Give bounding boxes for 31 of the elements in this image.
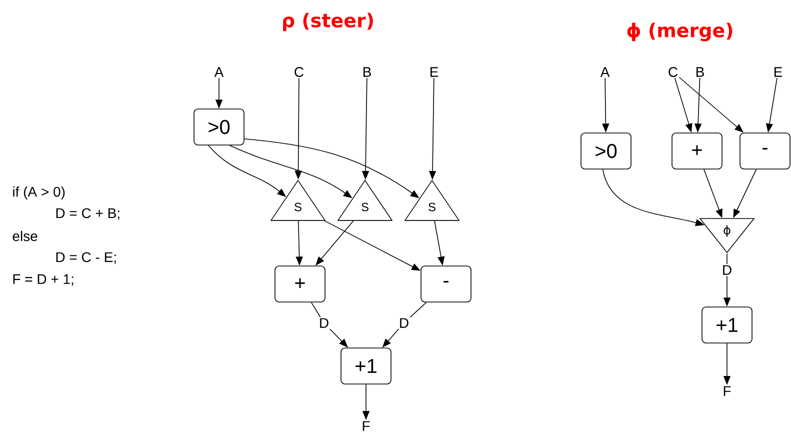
variable-label: D xyxy=(723,265,732,275)
code-line: else xyxy=(12,230,38,242)
process-box: - xyxy=(740,132,790,170)
variable-label: E xyxy=(774,67,782,77)
heading: ϕ (merge) xyxy=(627,22,732,42)
process-box: + xyxy=(672,132,722,170)
process-box: >0 xyxy=(194,108,244,146)
process-box: - xyxy=(420,266,472,302)
heading: ρ (steer) xyxy=(283,12,373,32)
variable-label: A xyxy=(214,67,224,77)
code-line: D = C + B; xyxy=(56,208,120,220)
code-line: D = C - E; xyxy=(56,252,116,264)
variable-label: D xyxy=(400,318,408,328)
process-box: >0 xyxy=(580,132,632,170)
variable-label: B xyxy=(696,67,704,77)
variable-label: F xyxy=(362,421,370,431)
variable-label: B xyxy=(363,67,371,77)
variable-label: E xyxy=(430,67,438,77)
process-box: +1 xyxy=(340,348,392,384)
connector-line xyxy=(310,302,321,318)
code-line: F = D + 1; xyxy=(13,274,74,286)
variable-label: C xyxy=(294,67,304,77)
variable-label: A xyxy=(600,67,610,77)
connector-line xyxy=(726,253,728,264)
variable-label: D xyxy=(320,318,328,328)
variable-label: F xyxy=(724,386,731,396)
process-box: + xyxy=(274,266,326,302)
code-line: if (A > 0) xyxy=(13,186,65,200)
connector-line xyxy=(410,302,427,318)
process-box: +1 xyxy=(702,306,752,344)
variable-label: C xyxy=(668,67,678,77)
